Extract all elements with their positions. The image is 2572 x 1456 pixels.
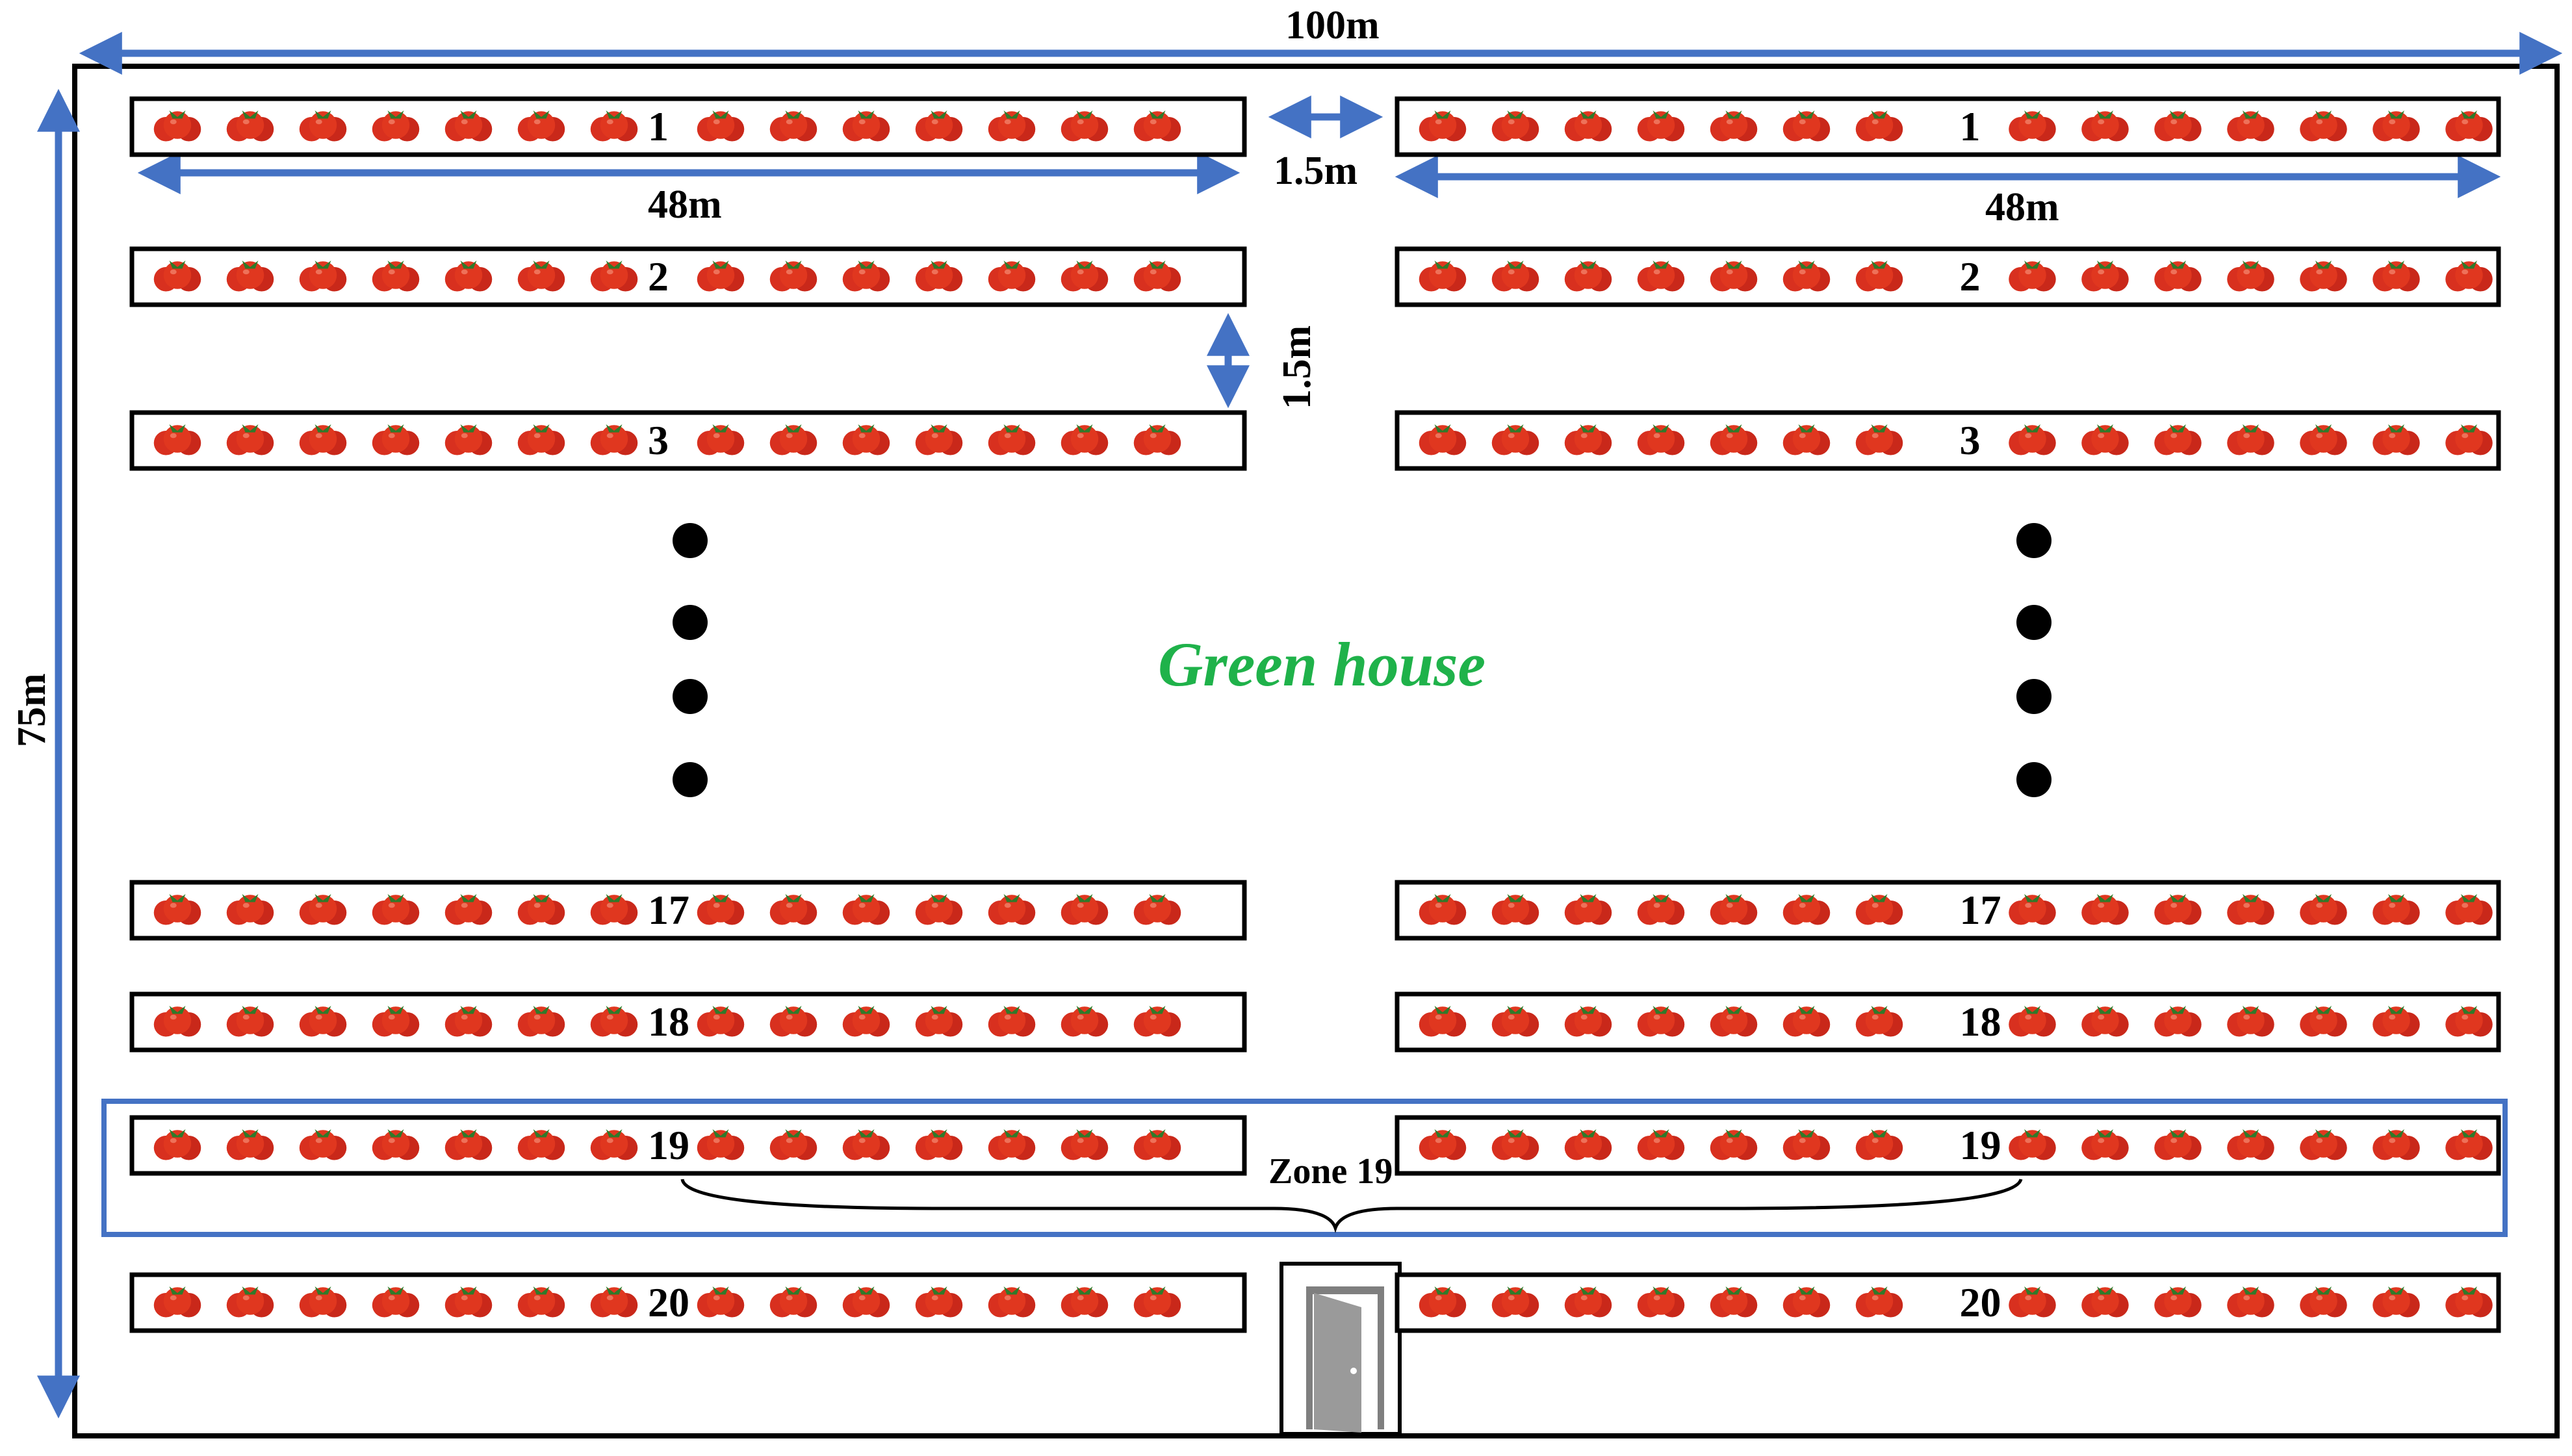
row-17-left [129,880,1247,941]
row-number-label: 18 [1959,999,2001,1045]
row-2-left [129,246,1247,307]
ellipsis-dot [2016,679,2051,714]
left-row-length-label: 48m [648,183,722,227]
right-row-length-label: 48m [1985,185,2059,229]
row-19-right [1395,1115,2501,1176]
zone-19-highlight [101,1099,2508,1237]
entrance-door-icon [1280,1262,1402,1436]
row-3-left [129,410,1247,471]
row-number-label: 19 [1959,1122,2001,1168]
ellipsis-dot [673,605,708,640]
row-19-left [129,1115,1247,1176]
zone-19-brace [680,1179,2023,1233]
row-1-left [129,96,1247,157]
row-1-right [1395,96,2501,157]
row-number-label: 2 [1959,253,1981,300]
ellipsis-dot [2016,762,2051,797]
row-18-left [129,991,1247,1053]
aisle-gap-label: 1.5m [1274,149,1358,193]
ellipsis-dot [673,523,708,558]
row-number-label: 18 [648,999,689,1045]
row-number-label: 20 [648,1279,689,1325]
row-number-label: 20 [1959,1279,2001,1325]
total-height-label: 75m [10,673,54,747]
row-2-right [1395,246,2501,307]
greenhouse-title: Green house [1158,630,1486,699]
row-20-left [129,1272,1247,1333]
row-number-label: 1 [648,103,669,149]
ellipsis-dot [2016,605,2051,640]
row-number-label: 17 [648,887,689,933]
row-17-right [1395,880,2501,941]
continuation-dots [673,523,2051,797]
total-width-label: 100m [1285,3,1380,47]
row-spacing-label: 1.5m [1275,325,1319,409]
row-number-label: 3 [1959,417,1981,463]
row-number-label: 1 [1959,103,1981,149]
zone-19-label: Zone 19 [1268,1151,1393,1192]
row-20-right [1395,1272,2501,1333]
ellipsis-dot [673,762,708,797]
row-number-label: 19 [648,1122,689,1168]
row-number-label: 17 [1959,887,2001,933]
row-number-label: 2 [648,253,669,300]
ellipsis-dot [673,679,708,714]
ellipsis-dot [2016,523,2051,558]
row-number-label: 3 [648,417,669,463]
row-18-right [1395,991,2501,1053]
tomato-rows [129,96,2501,1333]
row-3-right [1395,410,2501,471]
